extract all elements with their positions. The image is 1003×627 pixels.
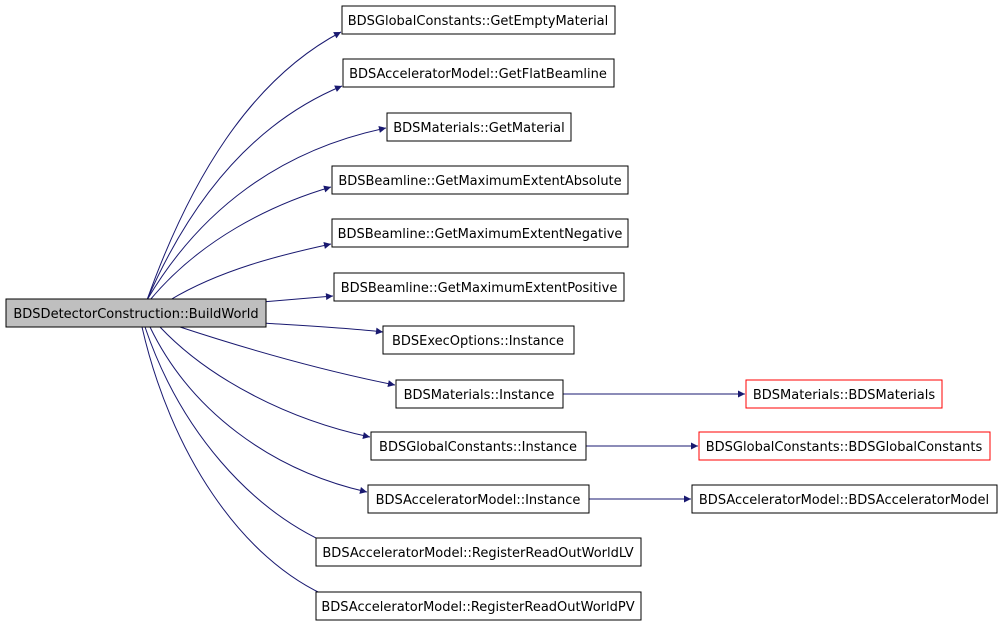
node-bdsglobalconstants-constructor-label: BDSGlobalConstants::BDSGlobalConstants [706, 440, 983, 455]
node-getmaximumextentabsolute-label: BDSBeamline::GetMaximumExtentAbsolute [338, 174, 621, 189]
edge-root-registerreadoutworldpv [141, 326, 332, 599]
node-acceleratormodel-instance-label: BDSAcceleratorModel::Instance [376, 493, 581, 508]
node-getemptymaterial-label: BDSGlobalConstants::GetEmptyMaterial [348, 14, 609, 29]
node-getmaximumextentabsolute[interactable]: BDSBeamline::GetMaximumExtentAbsolute [331, 165, 629, 195]
node-getflatbeamline-label: BDSAcceleratorModel::GetFlatBeamline [349, 67, 607, 82]
node-acceleratormodel-instance[interactable]: BDSAcceleratorModel::Instance [367, 484, 590, 514]
edge-root-materials-instance [179, 326, 396, 388]
node-bdsglobalconstants-constructor[interactable]: BDSGlobalConstants::BDSGlobalConstants [698, 431, 991, 461]
node-bdsmaterials-constructor[interactable]: BDSMaterials::BDSMaterials [745, 379, 943, 409]
edge-root-getmaximumextentabsolute [149, 185, 332, 301]
node-execoptions-instance[interactable]: BDSExecOptions::Instance [382, 325, 575, 355]
node-globalconstants-instance-label: BDSGlobalConstants::Instance [379, 440, 577, 455]
edge-root-getflatbeamline [146, 85, 343, 301]
edge-root-getemptymaterial [146, 31, 342, 301]
node-bdsmaterials-constructor-label: BDSMaterials::BDSMaterials [753, 388, 936, 403]
node-getemptymaterial[interactable]: BDSGlobalConstants::GetEmptyMaterial [341, 5, 616, 35]
edge-root-globalconstants-instance [159, 326, 371, 439]
node-getmaximumextentnegative-label: BDSBeamline::GetMaximumExtentNegative [338, 227, 623, 242]
node-root-buildworld[interactable]: BDSDetectorConstruction::BuildWorld [5, 298, 267, 328]
edge-root-getmaterial [146, 125, 387, 301]
node-getmaterial-label: BDSMaterials::GetMaterial [393, 121, 565, 136]
node-root-label: BDSDetectorConstruction::BuildWorld [13, 307, 258, 322]
node-getflatbeamline[interactable]: BDSAcceleratorModel::GetFlatBeamline [342, 58, 615, 88]
node-globalconstants-instance[interactable]: BDSGlobalConstants::Instance [370, 431, 587, 461]
node-getmaterial[interactable]: BDSMaterials::GetMaterial [386, 112, 572, 142]
node-registerreadoutworldlv[interactable]: BDSAcceleratorModel::RegisterReadOutWorl… [315, 537, 642, 567]
node-materials-instance-label: BDSMaterials::Instance [404, 388, 555, 403]
node-registerreadoutworldlv-label: BDSAcceleratorModel::RegisterReadOutWorl… [322, 546, 633, 561]
node-getmaximumextentnegative[interactable]: BDSBeamline::GetMaximumExtentNegative [331, 218, 629, 248]
node-bdsacceleratormodel-constructor-label: BDSAcceleratorModel::BDSAcceleratorModel [699, 493, 989, 508]
node-registerreadoutworldpv[interactable]: BDSAcceleratorModel::RegisterReadOutWorl… [315, 591, 642, 621]
edge-root-getmaximumextentnegative [169, 242, 332, 301]
edge-root-execoptions-instance [261, 322, 384, 335]
node-registerreadoutworldpv-label: BDSAcceleratorModel::RegisterReadOutWorl… [321, 600, 634, 615]
edge-root-registerreadoutworldlv [144, 326, 332, 546]
edge-root-acceleratormodel-instance [149, 326, 368, 494]
node-bdsacceleratormodel-constructor[interactable]: BDSAcceleratorModel::BDSAcceleratorModel [691, 484, 998, 514]
node-execoptions-instance-label: BDSExecOptions::Instance [392, 334, 564, 349]
node-getmaximumextentpositive-label: BDSBeamline::GetMaximumExtentPositive [341, 281, 618, 296]
node-getmaximumextentpositive[interactable]: BDSBeamline::GetMaximumExtentPositive [333, 272, 625, 302]
node-materials-instance[interactable]: BDSMaterials::Instance [395, 379, 564, 409]
edge-root-getmaximumextentpositive [261, 293, 334, 303]
